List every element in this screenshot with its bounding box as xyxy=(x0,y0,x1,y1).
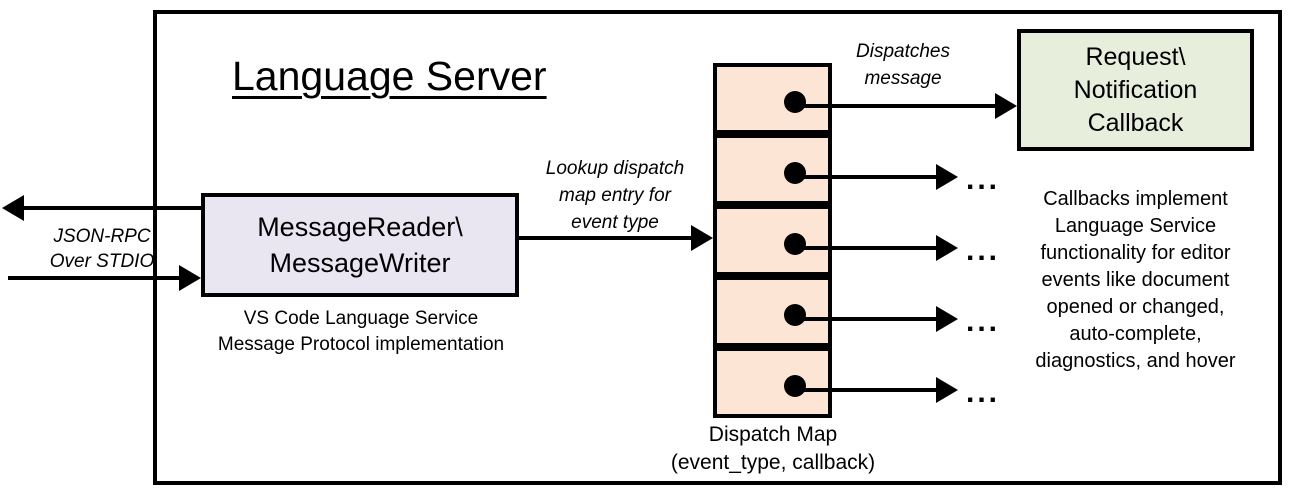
callback-dot-icon xyxy=(784,304,806,326)
message-reader-caption-line1: VS Code Language Service xyxy=(243,308,479,329)
callback-caption-line3: functionality for editor xyxy=(1040,242,1231,264)
transport-label-line2: Over STDIO xyxy=(49,251,155,272)
dispatch-map[interactable] xyxy=(713,63,832,418)
callback-dot-icon xyxy=(784,162,806,184)
message-reader-label: MessageReader\ xyxy=(257,212,463,242)
language-server-boundary xyxy=(153,10,1282,485)
dispatch-row2-line xyxy=(790,175,938,179)
dispatches-label-line1: Dispatches xyxy=(856,41,950,62)
callback-caption-line5: opened or changed, xyxy=(1046,296,1225,318)
request-notification-callback-box[interactable]: Request\ Notification Callback xyxy=(1017,29,1254,151)
dispatch-map-caption: Dispatch Map (event_type, callback) xyxy=(638,421,908,477)
callback-caption-line4: events like document xyxy=(1041,269,1230,291)
callback-box-line2: Notification xyxy=(1073,75,1198,104)
lookup-label-line1: Lookup dispatch xyxy=(545,158,685,179)
dispatch-row4-line xyxy=(790,317,938,321)
transport-in-line xyxy=(8,276,183,280)
callback-dot-icon xyxy=(784,233,806,255)
callback-dot-icon xyxy=(784,375,806,397)
page-title: Language Server xyxy=(232,53,547,99)
callback-box-line3: Callback xyxy=(1087,108,1184,137)
transport-out-line xyxy=(22,206,202,210)
lookup-arrow-line xyxy=(519,236,694,240)
message-reader-caption: VS Code Language Service Message Protoco… xyxy=(196,306,526,358)
dispatch-map-cell[interactable] xyxy=(713,276,832,347)
dispatch-row4-arrowhead xyxy=(936,306,958,332)
transport-label: JSON-RPC Over STDIO xyxy=(32,224,172,274)
dispatch-row2-ellipsis: ... xyxy=(966,163,1001,196)
callback-caption-line2: Language Service xyxy=(1054,215,1217,237)
dispatch-map-cell[interactable] xyxy=(713,63,832,134)
dispatch-map-cell[interactable] xyxy=(713,347,832,418)
dispatch-row3-line xyxy=(790,246,938,250)
callback-box-line1: Request\ xyxy=(1085,42,1186,71)
dispatch-row5-line xyxy=(790,388,938,392)
dispatch-map-cell[interactable] xyxy=(713,134,832,205)
lookup-arrow-arrowhead xyxy=(691,225,713,251)
transport-in-arrowhead xyxy=(179,265,201,291)
message-writer-label: MessageWriter xyxy=(269,248,451,278)
dispatch-row5-ellipsis: ... xyxy=(966,376,1001,409)
dispatch-row1-arrowhead xyxy=(995,93,1017,119)
dispatch-row3-ellipsis: ... xyxy=(966,234,1001,267)
dispatch-row2-arrowhead xyxy=(936,164,958,190)
dispatch-map-caption-line2: (event_type, callback) xyxy=(670,451,876,474)
dispatches-message-label: Dispatches message xyxy=(838,38,968,92)
transport-label-line1: JSON-RPC xyxy=(53,226,151,247)
callback-caption: Callbacks implement Language Service fun… xyxy=(1008,186,1263,375)
dispatches-label-line2: message xyxy=(864,68,942,89)
dispatch-map-caption-line1: Dispatch Map xyxy=(708,423,838,446)
lookup-label-line3: event type xyxy=(571,212,659,233)
transport-out-arrowhead xyxy=(2,195,24,221)
callback-caption-line6: auto-complete, xyxy=(1069,323,1202,345)
callback-caption-line7: diagnostics, and hover xyxy=(1035,350,1236,372)
dispatch-row3-arrowhead xyxy=(936,235,958,261)
message-reader-caption-line2: Message Protocol implementation xyxy=(217,334,505,355)
dispatch-map-cell[interactable] xyxy=(713,205,832,276)
lookup-label-line2: map entry for xyxy=(559,185,671,206)
dispatch-row4-ellipsis: ... xyxy=(966,305,1001,338)
dispatch-row5-arrowhead xyxy=(936,377,958,403)
lookup-label: Lookup dispatch map entry for event type xyxy=(519,155,711,236)
dispatch-row1-line xyxy=(790,104,997,108)
callback-dot-icon xyxy=(784,91,806,113)
callback-caption-line1: Callbacks implement xyxy=(1043,188,1228,210)
message-reader-writer-box[interactable]: MessageReader\ MessageWriter xyxy=(201,193,519,297)
